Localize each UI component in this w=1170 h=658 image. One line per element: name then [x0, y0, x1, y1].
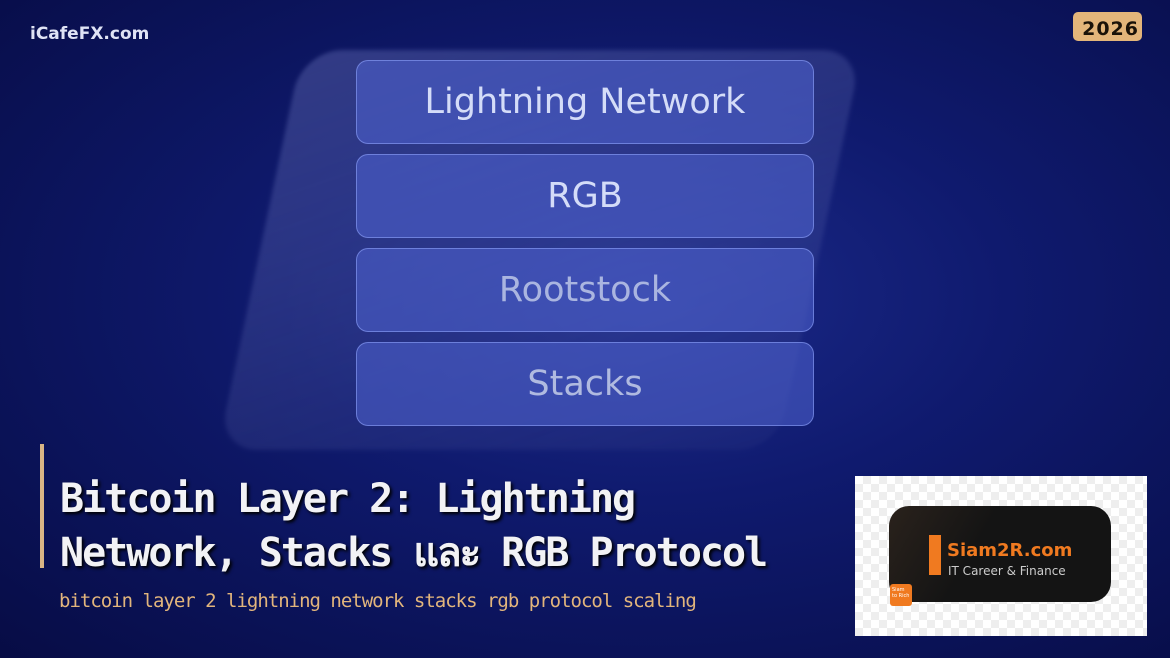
site-brand: iCafeFX.com — [30, 24, 150, 44]
page-title: Bitcoin Layer 2: Lightning Network, Stac… — [60, 472, 768, 580]
year-badge: 2026 — [1073, 12, 1142, 41]
subtitle-keywords: bitcoin layer 2 lightning network stacks… — [59, 590, 697, 612]
logo-mini-badge: Siam to Rich — [890, 584, 912, 606]
box-rgb: RGB — [356, 154, 814, 238]
title-accent-bar — [40, 444, 44, 568]
logo-bar — [929, 535, 941, 575]
logo-name: Siam2R.com — [947, 540, 1073, 561]
box-lightning-network: Lightning Network — [356, 60, 814, 144]
title-line-2: Network, Stacks และ RGB Protocol — [60, 530, 768, 576]
box-stacks: Stacks — [356, 342, 814, 426]
siam2r-logo: Siam2R.com IT Career & Finance Siam to R… — [855, 476, 1147, 636]
logo-tagline: IT Career & Finance — [948, 564, 1066, 578]
box-rootstock: Rootstock — [356, 248, 814, 332]
title-line-1: Bitcoin Layer 2: Lightning — [60, 476, 636, 522]
logo-card: Siam2R.com IT Career & Finance — [889, 506, 1111, 602]
